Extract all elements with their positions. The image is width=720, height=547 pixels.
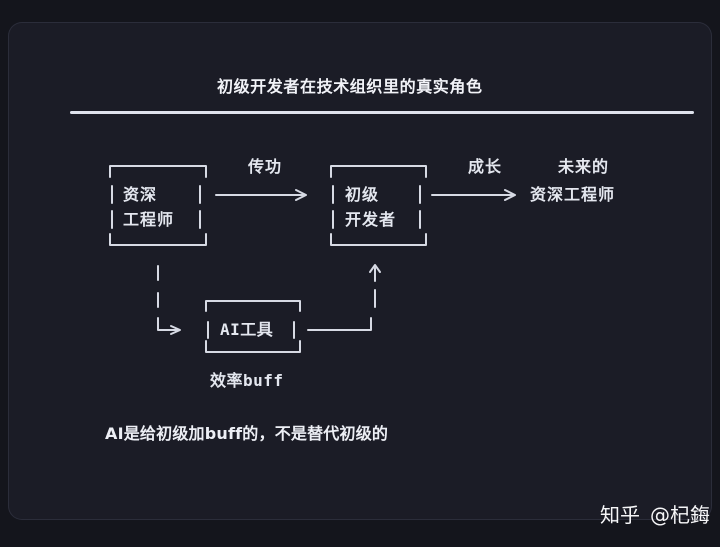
watermark-username: @杞鋂 [650, 503, 710, 527]
ai-caption: 效率buff [210, 371, 284, 390]
ai-box-label: AI工具 [220, 320, 274, 339]
diagram-linework [109, 165, 516, 353]
mentor-arrow-head [295, 189, 307, 201]
senior-box-top-bracket [109, 165, 207, 178]
senior-box-bottom-bracket [109, 233, 207, 246]
future-label-line2: 资深工程师 [530, 185, 616, 204]
return-elbow [307, 317, 372, 331]
title-divider [70, 111, 694, 114]
mentor-arrow [215, 189, 307, 201]
senior-to-ai-connector [157, 265, 181, 335]
bottom-note: AI是给初级加buff的，不是替代初级的 [105, 424, 389, 443]
watermark-brand: 知乎 [600, 503, 640, 527]
junior-box-top-bracket [330, 165, 427, 178]
mentor-arrow-label: 传功 [248, 157, 283, 176]
up-arrow-head [369, 264, 381, 273]
growth-arrow [431, 189, 516, 201]
diagram-card: 初级开发者在技术组织里的真实角色 [8, 22, 712, 520]
junior-box-label-line2: 开发者 [345, 210, 397, 229]
junior-box-outline [330, 165, 427, 246]
growth-arrow-head [504, 189, 516, 201]
connector-elbow [157, 317, 178, 331]
senior-box-label-line2: 工程师 [123, 210, 175, 229]
senior-box-label-line1: 资深 [123, 185, 158, 204]
page-title: 初级开发者在技术组织里的真实角色 [217, 77, 483, 96]
ai-box-bottom-bracket [205, 340, 301, 353]
future-label-line1: 未来的 [558, 157, 610, 176]
growth-arrow-label: 成长 [468, 157, 503, 176]
ai-box-top-bracket [205, 300, 301, 312]
ai-to-junior-connector [307, 264, 381, 331]
junior-box-bottom-bracket [330, 233, 427, 246]
connector-arrow-head [170, 325, 181, 335]
junior-box-label-line1: 初级 [345, 185, 380, 204]
watermark: 知乎 @杞鋂 [600, 503, 710, 527]
senior-box-outline [109, 165, 207, 246]
